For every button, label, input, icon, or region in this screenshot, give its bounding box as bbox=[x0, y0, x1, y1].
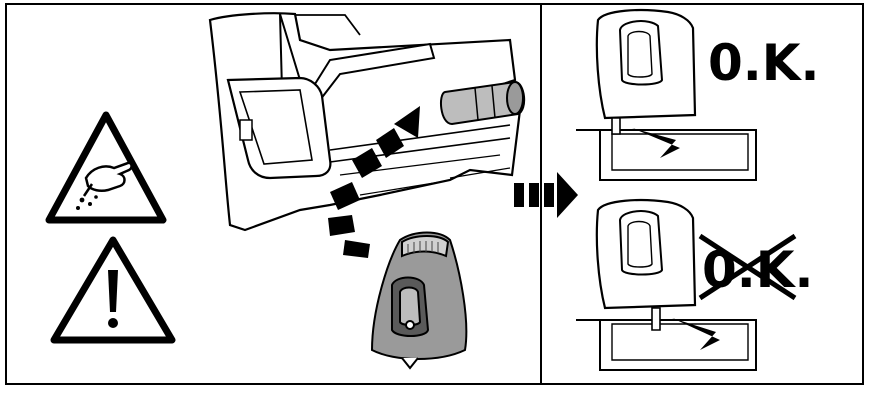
hand-cut-warning-icon bbox=[49, 115, 163, 220]
pointer-arrow-icon bbox=[672, 318, 720, 350]
pointer-arrow-icon bbox=[632, 128, 680, 158]
container-part bbox=[372, 233, 466, 369]
not-ok-example: 0.K. bbox=[576, 200, 814, 370]
exclamation-warning-icon bbox=[54, 240, 172, 340]
ok-label: 0.K. bbox=[708, 34, 820, 92]
ok-example: 0.K. bbox=[576, 10, 820, 180]
large-arrow-right-icon bbox=[514, 172, 578, 218]
